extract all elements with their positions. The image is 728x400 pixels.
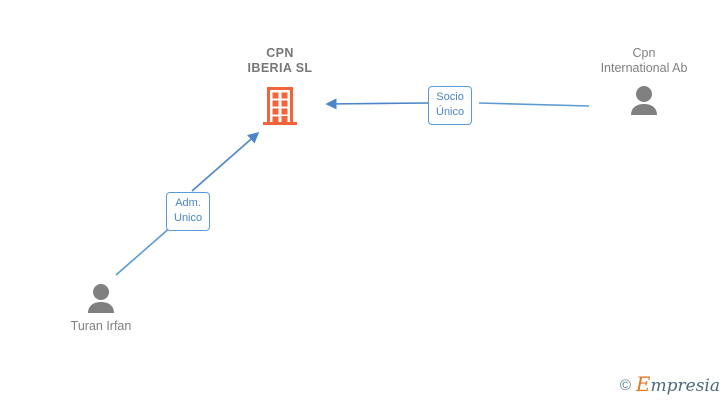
building-icon[interactable] [200,82,360,126]
edge-socio-unico-right-segment [478,102,590,107]
brand-wordmark: Empresia [636,374,721,396]
edge-socio-unico-left-segment [325,98,429,110]
empresia-watermark: © Empresia [619,374,721,396]
node-company-label: CPN IBERIA SL [247,46,313,75]
node-company[interactable]: CPN IBERIA SL [200,46,360,126]
edge-label-adm-unico[interactable]: Adm. Unico [166,192,211,231]
person-icon[interactable] [21,283,181,313]
brand-initial: E [635,372,651,396]
node-shareholder-label: Cpn International Ab [600,46,688,75]
node-administrator[interactable]: Turan Irfan [21,283,181,334]
brand-rest: mpresia [650,376,721,396]
node-shareholder[interactable]: Cpn International Ab [564,46,724,115]
edge-adm-unico-lower-segment [115,225,173,276]
node-administrator-label: Turan Irfan [70,319,132,333]
edge-adm-unico-upper-segment [191,131,260,192]
edge-label-socio-unico[interactable]: Socio Único [428,86,473,125]
copyright-icon: © [619,377,631,394]
person-icon[interactable] [564,85,724,115]
